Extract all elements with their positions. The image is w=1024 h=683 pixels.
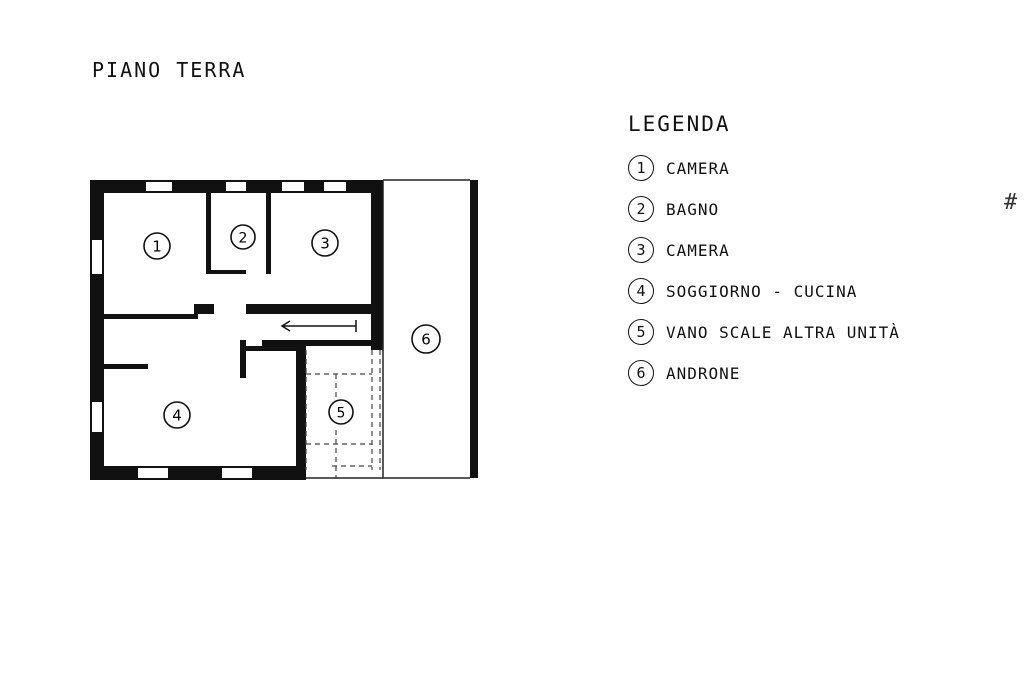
svg-text:6: 6 (421, 331, 431, 349)
svg-text:5: 5 (337, 406, 346, 422)
legend-item: 3 CAMERA (628, 236, 1008, 264)
corner-mark: # (1004, 190, 1018, 215)
room-marker-4: 4 (163, 401, 191, 429)
room-marker-1: 1 (143, 232, 171, 260)
svg-text:1: 1 (152, 238, 162, 256)
legend-number: 4 (628, 278, 654, 304)
stair-lines (305, 350, 381, 478)
legend-item: 1 CAMERA (628, 154, 1008, 182)
room-marker-2: 2 (230, 224, 256, 250)
legend-item: 2 BAGNO (628, 195, 1008, 223)
svg-text:3: 3 (320, 235, 330, 253)
legend-number: 1 (628, 155, 654, 181)
legend-title: LEGENDA (628, 112, 731, 136)
androne-outline (306, 179, 470, 479)
legend-label: BAGNO (666, 199, 720, 219)
legend-label: CAMERA (666, 240, 730, 260)
inner-walls (90, 190, 376, 378)
room-marker-3: 3 (311, 229, 339, 257)
room-marker-6: 6 (411, 324, 441, 354)
svg-text:4: 4 (172, 407, 182, 425)
legend-number: 6 (628, 360, 654, 386)
legend-number: 3 (628, 237, 654, 263)
legend-label: VANO SCALE ALTRA UNITÀ (666, 322, 900, 342)
legend-label: SOGGIORNO - CUCINA (666, 281, 858, 301)
legend-label: ANDRONE (666, 363, 741, 383)
page-title: PIANO TERRA (92, 58, 247, 82)
outer-walls (90, 180, 478, 480)
legend-item: 4 SOGGIORNO - CUCINA (628, 277, 1008, 305)
room-marker-5: 5 (328, 399, 354, 425)
svg-text:2: 2 (239, 231, 248, 247)
legend-item: 6 ANDRONE (628, 359, 1008, 387)
legend-number: 2 (628, 196, 654, 222)
legend-item: 5 VANO SCALE ALTRA UNITÀ (628, 318, 1008, 346)
legend: LEGENDA 1 CAMERA 2 BAGNO 3 CAMERA 4 SOGG… (628, 112, 1008, 400)
windows (92, 182, 346, 478)
legend-label: CAMERA (666, 158, 730, 178)
room-markers: 1 2 3 4 5 6 (143, 224, 441, 429)
arrow-icon (280, 320, 357, 332)
legend-number: 5 (628, 319, 654, 345)
